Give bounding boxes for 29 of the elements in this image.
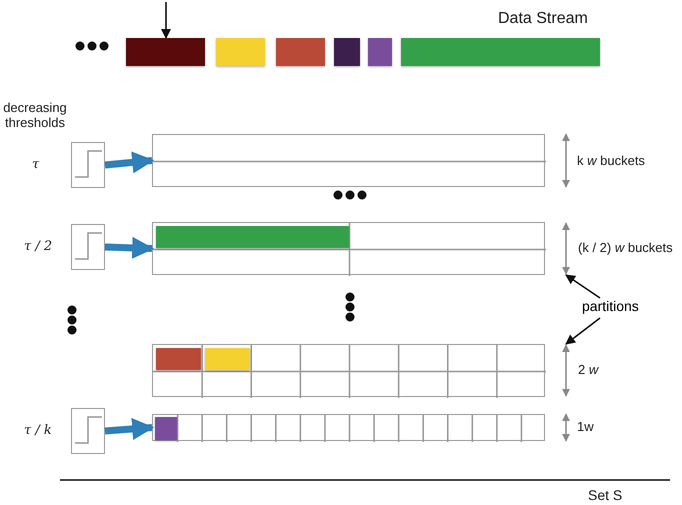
threshold-label: τ / 2: [24, 239, 52, 254]
bucket-array: [152, 344, 545, 397]
filled-bucket: [155, 417, 177, 440]
bucket-count-label: k w buckets: [577, 153, 645, 168]
arrow: [565, 317, 600, 345]
bucket-array: [152, 222, 545, 275]
bucket-count-label: 2 w: [578, 362, 598, 377]
color-block: [276, 38, 325, 66]
heading-text: Set S: [588, 487, 622, 503]
axis-note: decreasing thresholds: [2, 100, 68, 130]
bucket-count-label: (k / 2) w buckets: [578, 240, 673, 255]
filled-bucket: [156, 226, 349, 248]
color-block: [368, 38, 392, 66]
filled-bucket: [156, 348, 201, 370]
heading-text: Data Stream: [498, 10, 588, 28]
threshold-label: τ: [32, 157, 40, 172]
arrow: [104, 236, 154, 259]
partitions-label: partitions: [582, 298, 652, 318]
bucket-count-label: 1w: [577, 419, 594, 434]
filled-bucket: [205, 348, 250, 370]
threshold-label: τ / k: [24, 423, 52, 438]
arrow: [161, 2, 171, 39]
color-block: [126, 38, 205, 66]
arrow: [104, 418, 154, 440]
color-block: [401, 38, 600, 66]
arrow: [104, 151, 154, 174]
arrow: [565, 274, 600, 299]
color-block: [334, 38, 360, 66]
color-block: [216, 38, 265, 66]
